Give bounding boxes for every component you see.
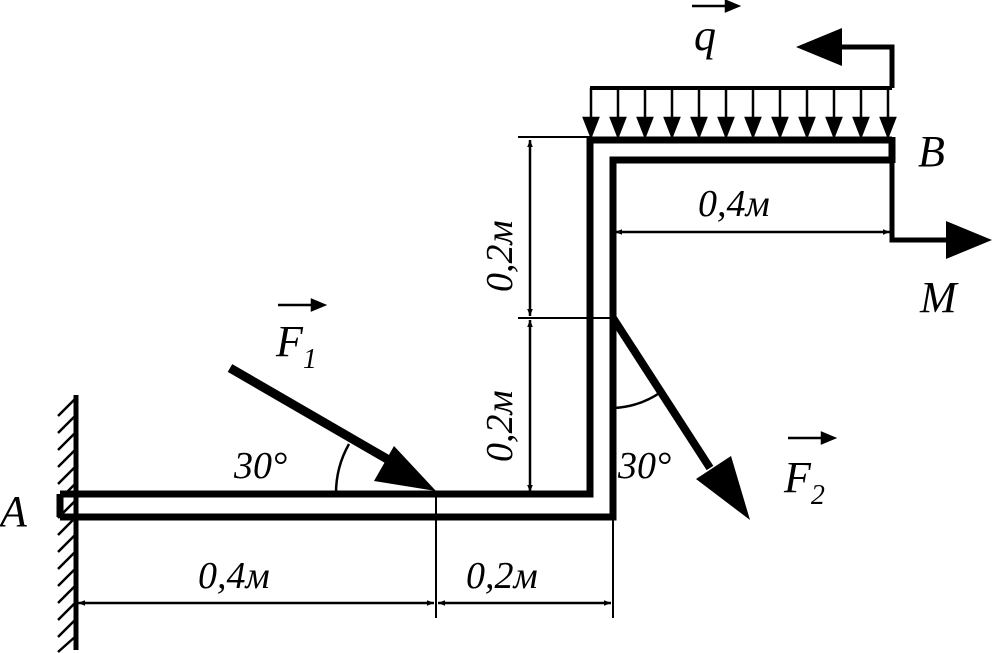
label-dim-bottom-right: 0,2м bbox=[466, 555, 538, 597]
extension-lines bbox=[75, 136, 893, 618]
wall-support bbox=[57, 395, 79, 653]
dimension-lines bbox=[78, 140, 890, 606]
label-force-1-letter: F bbox=[275, 317, 304, 366]
angle-arc-f2 bbox=[612, 390, 662, 410]
label-point-a: A bbox=[0, 487, 28, 536]
label-force-1-index: 1 bbox=[303, 344, 317, 375]
distributed-load-q bbox=[582, 86, 897, 140]
label-force-2-letter: F bbox=[783, 453, 812, 502]
label-force-2: F2 bbox=[783, 453, 825, 511]
vector-bars bbox=[278, 0, 838, 445]
label-force-2-index: 2 bbox=[811, 480, 825, 511]
frame-inner-edge bbox=[60, 156, 892, 521]
label-dim-vertical-upper: 0,2м bbox=[479, 220, 521, 292]
label-force-1: F1 bbox=[275, 317, 317, 375]
label-dim-top: 0,4м bbox=[698, 183, 770, 225]
angle-arc-f1 bbox=[334, 443, 351, 495]
label-angle-f1: 30° bbox=[233, 445, 287, 487]
label-dim-bottom-left: 0,4м bbox=[198, 555, 270, 597]
label-angle-f2: 30° bbox=[617, 445, 671, 487]
force-f1-arrow bbox=[227, 364, 436, 491]
label-dim-vertical-lower: 0,2м bbox=[479, 390, 521, 462]
moment-arrow bbox=[889, 163, 992, 259]
label-load-q: q bbox=[694, 11, 716, 60]
force-f2-arrow bbox=[609, 315, 750, 520]
label-point-b: B bbox=[918, 127, 945, 176]
top-left-arrow bbox=[796, 28, 895, 88]
label-moment: M bbox=[919, 273, 959, 322]
